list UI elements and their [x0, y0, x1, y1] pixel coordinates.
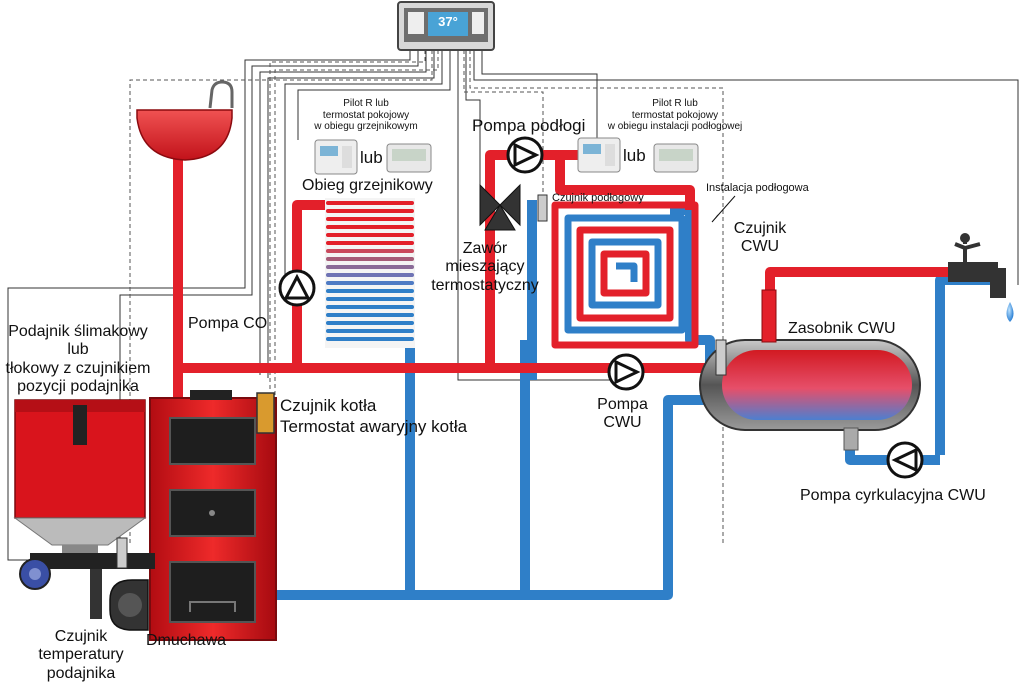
underfloor-label: Instalacja podłogowa	[706, 182, 809, 194]
hot-supply-pipes	[173, 145, 950, 400]
floor-pump-label: Pompa podłogi	[472, 116, 586, 135]
pilot-left-device	[314, 139, 358, 175]
emergency-thermostat-label: Termostat awaryjny kotła	[280, 417, 468, 436]
dhw-tank	[699, 289, 921, 451]
pump-cwu	[607, 353, 645, 391]
controller-unit	[397, 1, 495, 51]
dhw-pump-line-2: CWU	[603, 414, 642, 432]
lub-left-label: lub	[360, 148, 383, 167]
circulation-pump-label: Pompa cyrkulacyjna CWU	[800, 487, 986, 504]
dhw-pump-line-1: Pompa	[597, 396, 648, 413]
pilot-left-line-1: Pilot R lub	[343, 98, 389, 109]
dhw-sensor-line-1: Czujnik	[733, 220, 787, 237]
sensor-dashed-wires	[129, 50, 724, 545]
floor-sensor	[537, 194, 548, 222]
pilot-left-line-2: termostat pokojowy	[322, 109, 410, 121]
mixing-valve-label: Zawór mieszający termostatyczny	[415, 240, 555, 295]
dhw-sensor	[715, 339, 727, 376]
feeder-label: Podajnik ślimakowy lub tłokowy z czujnik…	[0, 323, 156, 397]
faucet	[948, 233, 1014, 322]
feeder-line-4: pozycji podajnika	[17, 378, 139, 396]
mixing-valve-line-2: mieszający	[445, 258, 525, 276]
pump-cyrkulacyjna	[886, 441, 924, 479]
pilot-right-line-3: w obiegu instalacji podłogowej	[607, 121, 743, 132]
feeder-sensor-line-2: temperatury	[38, 646, 124, 664]
controller-display	[428, 12, 468, 36]
pilot-left-line-3: w obiegu grzejnikowym	[314, 121, 418, 132]
dhw-sensor-line-2: CWU	[740, 238, 780, 256]
pump-podlogi	[506, 136, 544, 174]
radiator	[325, 198, 415, 348]
feeder-line-3: tłokowy z czujnikiem	[5, 359, 151, 377]
feeder-sensor-line-1: Czujnik	[54, 628, 108, 645]
feeder-line-2: lub	[67, 341, 89, 359]
expansion-vessel	[136, 80, 234, 161]
floor-sensor-label: Czujnik podłogowy	[552, 192, 644, 204]
pilot-right-line-2: termostat pokojowy	[631, 109, 719, 121]
pilot-left-label: Pilot R lub termostat pokojowy w obiegu …	[306, 98, 426, 133]
lub-right-label: lub	[623, 146, 646, 165]
feeder-sensor-line-3: podajnika	[46, 664, 116, 682]
mixing-valve	[479, 183, 521, 231]
boiler	[149, 390, 277, 641]
thermostat-right-device	[653, 143, 699, 173]
feeder-sensor	[116, 537, 128, 569]
pump-co-label: Pompa CO	[188, 315, 268, 332]
feeder-sensor-label: Czujnik temperatury podajnika	[28, 628, 134, 683]
water-drop-icon	[1006, 302, 1014, 322]
boiler-sensor-label: Czujnik kotła	[280, 396, 377, 415]
fuel-hopper	[13, 399, 155, 619]
control-wires	[7, 50, 1019, 561]
underfloor-coil	[551, 201, 699, 349]
dhw-sensor-label: Czujnik CWU	[725, 220, 795, 257]
boiler-sensor	[256, 392, 275, 434]
pilot-right-device	[577, 137, 621, 173]
pilot-right-label: Pilot R lub termostat pokojowy w obiegu …	[600, 98, 750, 133]
pilot-right-line-1: Pilot R lub	[652, 98, 698, 109]
mixing-valve-line-1: Zawór	[462, 240, 508, 257]
radiator-fins	[326, 201, 414, 341]
feeder-line-1: Podajnik ślimakowy	[8, 323, 148, 340]
thermostat-left-device	[386, 143, 432, 173]
blower-label: Dmuchawa	[146, 632, 227, 649]
dhw-tank-label: Zasobnik CWU	[788, 320, 896, 337]
dhw-pump-label: Pompa CWU	[585, 396, 660, 433]
controller-display-value: 37°	[438, 14, 458, 29]
blower-fan	[109, 579, 149, 631]
mixing-valve-line-3: termostatyczny	[431, 276, 539, 294]
pump-co	[278, 269, 316, 307]
radiator-circuit-label: Obieg grzejnikowy	[302, 177, 433, 194]
